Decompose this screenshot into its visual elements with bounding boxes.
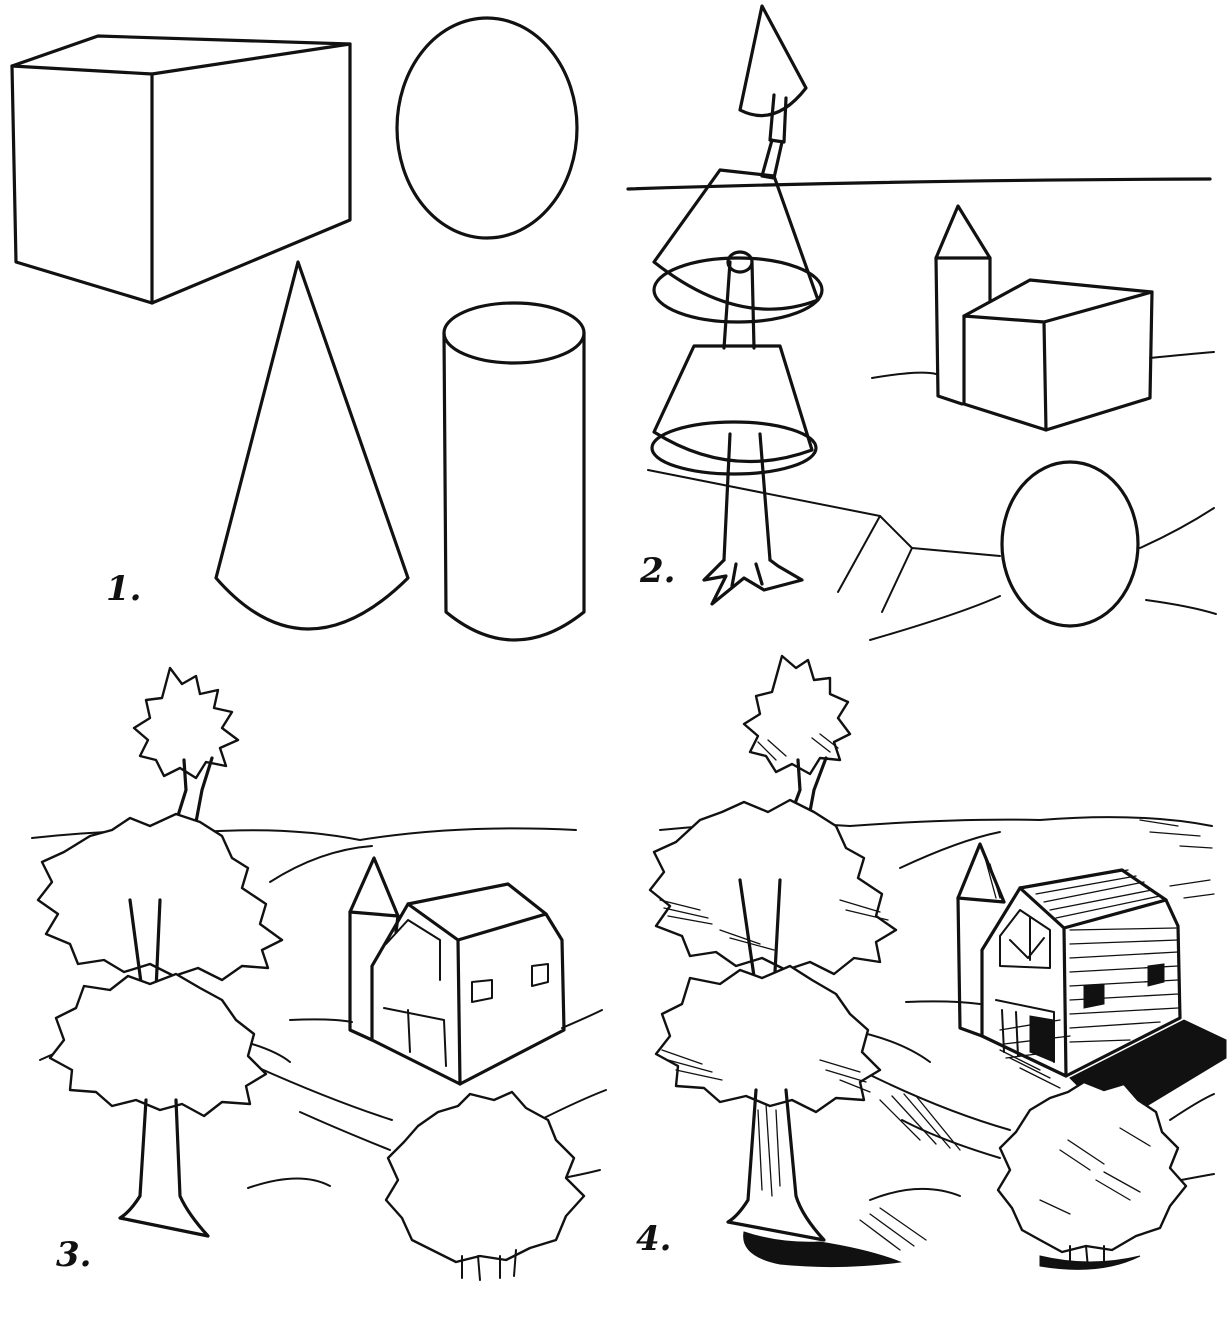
panel-2-shape-arrangement: 2. (626, 4, 1217, 641)
step-number-2: 2. (639, 551, 676, 591)
step-number-3: 3. (56, 1235, 92, 1275)
panel-3-outline-landscape: 3. (31, 666, 607, 1281)
tall-tree-shaded (648, 654, 927, 1268)
ground-plane-lines (647, 469, 1217, 641)
tall-tree (36, 666, 284, 1238)
cone-shape (214, 260, 410, 631)
bush-shaded (996, 1080, 1188, 1270)
bush-outline (384, 1090, 586, 1281)
cylinder-shape (442, 301, 586, 642)
bush-sphere-shape (1000, 460, 1140, 628)
box-shape (10, 34, 352, 305)
horizon-line (626, 177, 1212, 191)
barn-outline (348, 856, 566, 1086)
panel-1-basic-shapes: 1. (10, 16, 586, 642)
step-number-1: 1. (106, 569, 142, 609)
panel-4-shaded-landscape: 4. (636, 654, 1227, 1270)
step-number-4: 4. (636, 1219, 672, 1259)
barn-block-shapes (871, 204, 1215, 432)
sphere-shape (395, 16, 579, 240)
silo-tower-shapes (650, 4, 824, 606)
